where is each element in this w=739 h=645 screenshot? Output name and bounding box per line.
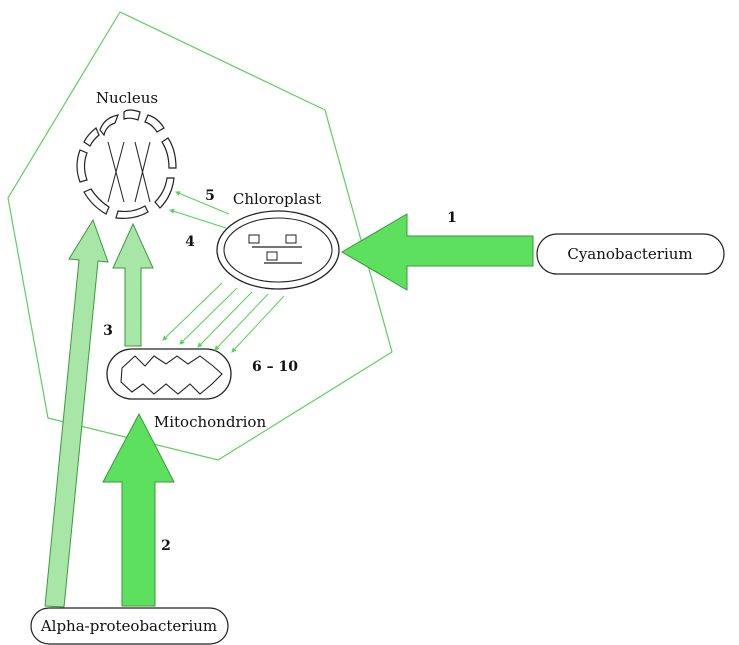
arrow-3: [112, 222, 154, 347]
arrow-alpha-to-nucleus: [44, 218, 109, 608]
arrow-1: [341, 213, 534, 291]
step-3-label: 3: [103, 323, 113, 339]
step-1-label: 1: [447, 210, 457, 226]
mitochondrion-shape: [106, 348, 232, 400]
nucleus-label: Nucleus: [96, 89, 158, 107]
arrow-2: [102, 412, 175, 607]
arrows-4-5: [169, 191, 230, 229]
chloroplast-label: Chloroplast: [233, 190, 321, 208]
alpha-proteobacterium-pill: [30, 607, 229, 645]
host-cell-outline: [7, 11, 393, 461]
cyanobacterium-label: Cyanobacterium: [567, 245, 692, 263]
nucleus-shape: [76, 109, 177, 219]
mitochondrion-label: Mitochondrion: [154, 413, 267, 431]
alpha-proteobacterium-label: Alpha-proteobacterium: [40, 617, 217, 635]
step-6-10-label: 6 – 10: [252, 359, 298, 375]
cyanobacterium-pill: [536, 233, 725, 275]
chloroplast-shape: [216, 210, 340, 290]
step-5-label: 5: [205, 188, 215, 204]
arrows-6-10: [162, 282, 285, 353]
step-2-label: 2: [161, 538, 171, 554]
step-4-label: 4: [185, 234, 195, 250]
